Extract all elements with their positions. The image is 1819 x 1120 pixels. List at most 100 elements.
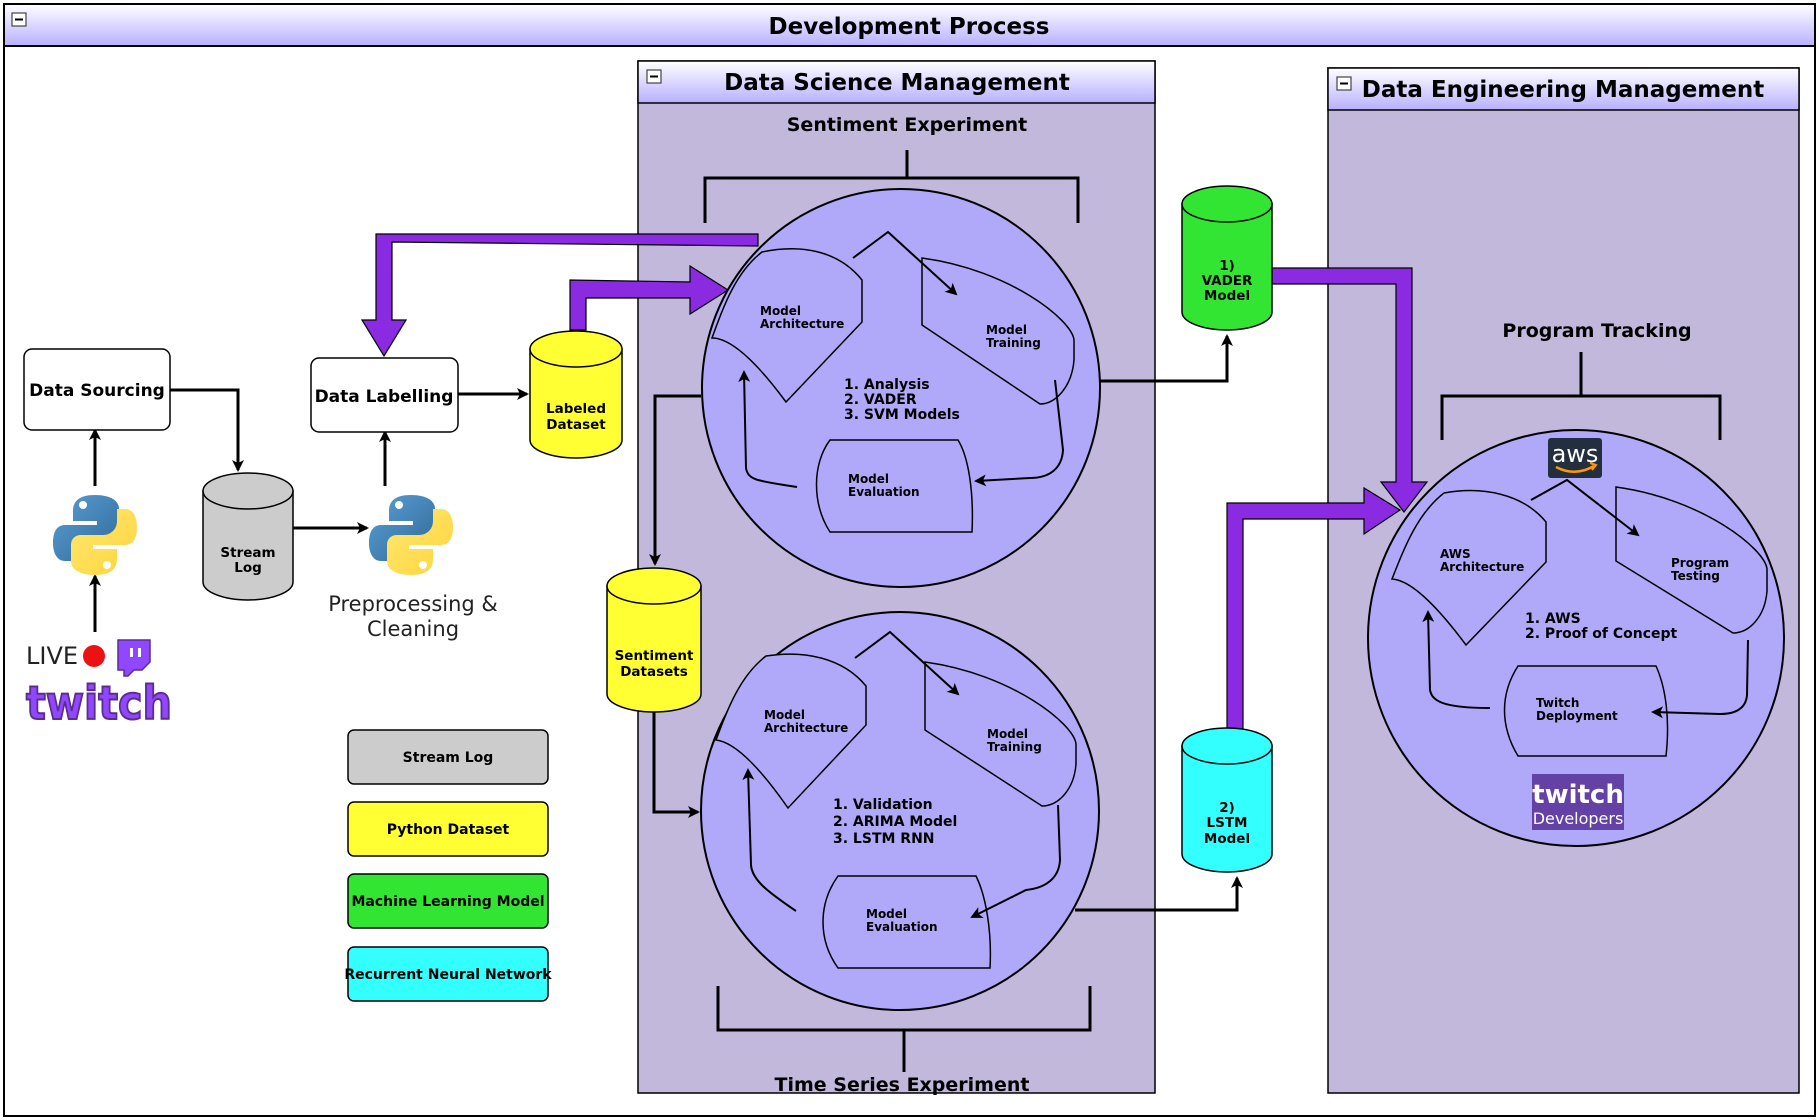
legend-swatch — [347, 873, 549, 929]
time-series-cycle: Model Architecture Model Training Model … — [700, 611, 1100, 1011]
aws-architecture-label-1: AWS — [1440, 547, 1471, 561]
connector-arrow — [652, 712, 700, 818]
architecture-label-2: Architecture — [764, 721, 848, 735]
vader-model-cylinder: 1) VADER Model — [1181, 185, 1273, 331]
training-label-2: Training — [987, 740, 1042, 754]
architecture-label-2: Architecture — [760, 317, 844, 331]
time-series-item-2: 2. ARIMA Model — [833, 814, 957, 830]
data-labelling-box[interactable]: Data Labelling — [310, 357, 459, 433]
architecture-label-1: Model — [760, 304, 801, 318]
program-testing-label-1: Program — [1671, 556, 1729, 570]
twitch-developers-logo-icon: twitch Developers — [1532, 774, 1624, 830]
stream-log-label-1: Stream — [220, 545, 275, 561]
labeled-dataset-label-1: Labeled — [546, 401, 606, 417]
vader-model-label-1: 1) — [1219, 258, 1235, 274]
sentiment-datasets-label-2: Datasets — [620, 664, 688, 680]
aws-logo-icon: aws — [1548, 438, 1602, 478]
sentiment-datasets-label-1: Sentiment — [615, 648, 694, 664]
data-science-title: Data Science Management — [724, 70, 1070, 96]
stream-log-label-2: Log — [234, 560, 262, 576]
collapse-icon[interactable] — [646, 69, 662, 84]
legend-label: Recurrent Neural Network — [344, 967, 552, 983]
training-label-1: Model — [987, 727, 1028, 741]
data-sourcing-label: Data Sourcing — [29, 381, 165, 401]
model-training-shape — [921, 257, 1075, 405]
legend: Stream Log Python Dataset Machine Learni… — [344, 729, 552, 1002]
preprocessing-label-1: Preprocessing & — [328, 592, 498, 616]
stream-log-cylinder: Stream Log — [202, 472, 294, 601]
cycle-arrow — [1651, 639, 1749, 719]
live-dot-icon — [83, 645, 105, 667]
twitch-glitch-icon — [117, 639, 151, 677]
cycle-arrow — [1530, 478, 1640, 537]
legend-item: Stream Log — [347, 729, 549, 785]
program-tracking-label: Program Tracking — [1502, 320, 1691, 342]
cycle-arrow — [854, 630, 960, 696]
evaluation-label-2: Evaluation — [866, 920, 938, 934]
legend-item: Python Dataset — [347, 801, 549, 857]
labeled-dataset-label-2: Dataset — [546, 417, 606, 433]
cycle-arrow — [974, 379, 1065, 487]
legend-label: Python Dataset — [387, 822, 510, 838]
connector-arrow — [1075, 876, 1243, 912]
aws-architecture-shape — [1390, 489, 1547, 647]
lstm-model-cylinder: 2) LSTM Model — [1181, 727, 1273, 873]
legend-label: Stream Log — [403, 750, 494, 766]
program-testing-shape — [1615, 486, 1768, 634]
preprocessing-label-2: Cleaning — [367, 617, 459, 641]
labeled-dataset-cylinder: Labeled Dataset — [529, 330, 623, 459]
sentiment-item-3: 3. SVM Models — [844, 407, 960, 423]
model-architecture-shape — [710, 248, 863, 404]
program-tracking-bracket — [1440, 352, 1722, 440]
model-training-shape — [924, 661, 1077, 807]
collapse-icon[interactable] — [11, 12, 27, 27]
connector-arrow — [170, 388, 244, 472]
time-series-item-1: 1. Validation — [833, 797, 933, 813]
twitch-deployment-label-2: Deployment — [1536, 709, 1618, 723]
title-bar — [3, 3, 1816, 47]
twitch-deployment-shape — [1503, 665, 1669, 757]
training-label-1: Model — [986, 323, 1027, 337]
legend-item: Machine Learning Model — [347, 873, 549, 929]
twitch-dev-logo-text: twitch — [1532, 780, 1624, 810]
sentiment-item-1: 1. Analysis — [844, 377, 930, 393]
legend-swatch — [347, 946, 549, 1002]
cycle-arrow — [738, 370, 798, 488]
sentiment-bracket — [703, 150, 1080, 223]
data-sourcing-box[interactable]: Data Sourcing — [23, 348, 171, 431]
connector-arrow — [649, 394, 701, 566]
data-engineering-header — [1327, 67, 1800, 111]
program-item-1: 1. AWS — [1525, 611, 1581, 627]
evaluation-label-2: Evaluation — [848, 485, 920, 499]
program-item-2: 2. Proof of Concept — [1525, 626, 1678, 642]
sentiment-experiment-label: Sentiment Experiment — [787, 114, 1028, 136]
legend-swatch — [347, 801, 549, 857]
program-testing-label-2: Testing — [1671, 569, 1720, 583]
collapse-icon[interactable] — [1336, 76, 1352, 91]
legend-label: Machine Learning Model — [351, 894, 544, 910]
vader-to-program-purple-arrow — [1271, 267, 1429, 513]
aws-architecture-label-2: Architecture — [1440, 560, 1524, 574]
cycle-arrow — [742, 768, 797, 912]
cycle-arrow — [1422, 610, 1491, 709]
time-series-experiment-label: Time Series Experiment — [775, 1074, 1030, 1096]
time-series-item-3: 3. LSTM RNN — [833, 831, 935, 847]
twitch-dev-logo-subtext: Developers — [1533, 809, 1624, 828]
sentiment-cycle: Model Architecture Model Training Model … — [701, 188, 1101, 588]
data-science-header — [637, 60, 1156, 104]
lstm-model-label-1: 2) — [1219, 800, 1235, 816]
page-title: Development Process — [769, 14, 1050, 40]
feedback-purple-arrow — [360, 233, 759, 358]
sentiment-datasets-cylinder: Sentiment Datasets — [606, 567, 702, 713]
training-label-2: Training — [986, 336, 1041, 350]
data-engineering-title: Data Engineering Management — [1362, 77, 1765, 103]
twitch-logo: twitch — [26, 676, 172, 730]
vader-model-label-2: VADER — [1202, 273, 1253, 289]
model-evaluation-shape — [815, 439, 974, 533]
lstm-model-label-2: LSTM — [1207, 815, 1248, 831]
legend-item: Recurrent Neural Network — [344, 946, 552, 1002]
dataset-to-sentiment-purple-arrow — [569, 264, 730, 331]
vader-model-label-3: Model — [1204, 288, 1250, 304]
twitch-deployment-label-1: Twitch — [1536, 696, 1579, 710]
